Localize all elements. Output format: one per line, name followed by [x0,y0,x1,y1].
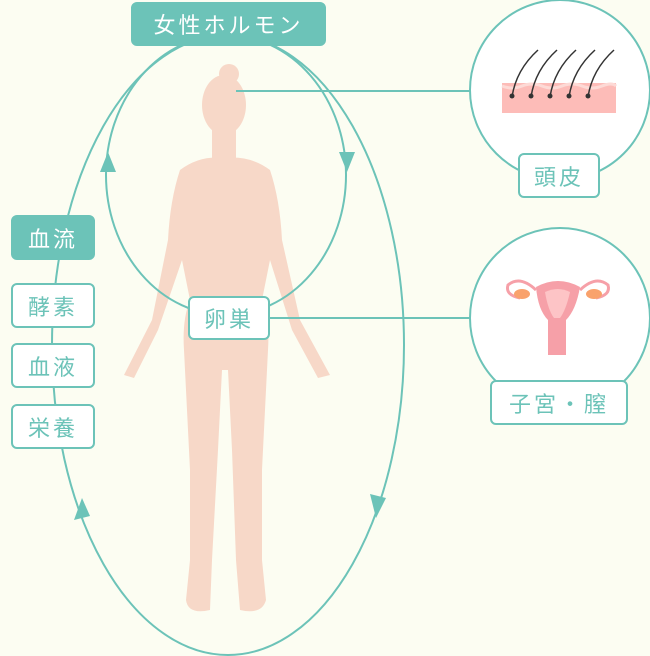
nutrition-label: 栄養 [11,404,95,449]
blood-label: 血液 [11,343,95,388]
uterus-icon [506,279,610,355]
scalp-label: 頭皮 [518,153,600,198]
arrow-up-icon [100,152,116,172]
enzyme-label: 酵素 [11,283,95,328]
arrow-down-icon [339,152,355,172]
arrow-up-icon [74,498,90,520]
arrow-down-icon [370,494,386,518]
female-hormone-label: 女性ホルモン [131,2,326,46]
uterus-vagina-label: 子宮・膣 [490,380,628,425]
body-silhouette [124,64,330,612]
scalp-hair-icon [501,49,618,113]
blood-flow-label: 血流 [11,215,95,260]
ovary-label: 卵巣 [188,296,270,340]
